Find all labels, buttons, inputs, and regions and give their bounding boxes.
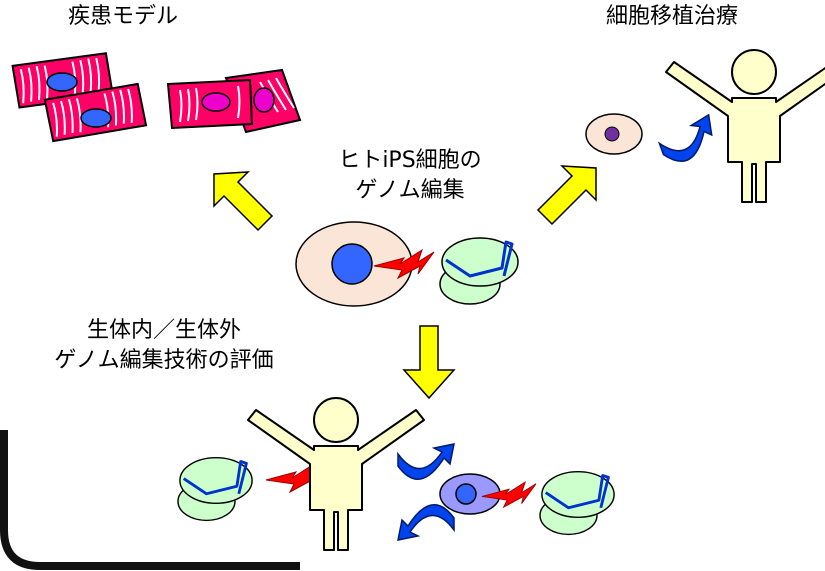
evaluation-label: 生体内／生体外 ゲノム編集技術の評価 xyxy=(4,316,324,376)
therapy-cell-icon xyxy=(585,113,643,155)
frame-border xyxy=(0,430,300,570)
center-label-line2: ゲノム編集 xyxy=(355,178,465,203)
center-label-line1: ヒトiPS細胞の xyxy=(338,148,482,173)
genome-editor-icon xyxy=(538,470,616,536)
rotate-arrow-icon xyxy=(655,114,722,168)
genome-editor-icon xyxy=(176,456,254,522)
arrow-to-disease-icon xyxy=(213,171,274,232)
arrow-to-evaluation-icon xyxy=(402,325,456,400)
arrow-to-therapy-icon xyxy=(536,165,597,226)
disease-cell-icon xyxy=(11,52,148,143)
evaluation-label-line1: 生体内／生体外 xyxy=(86,318,241,343)
cell-therapy-label: 細胞移植治療 xyxy=(606,4,739,29)
center-label: ヒトiPS細胞の ゲノム編集 xyxy=(300,146,520,206)
genome-editor-icon xyxy=(438,236,520,306)
rotate-arrow-icon xyxy=(397,443,455,480)
rotate-arrow-icon xyxy=(397,504,455,541)
evaluation-label-line2: ゲノム編集技術の評価 xyxy=(54,348,274,373)
disease-model-label: 疾患モデル xyxy=(68,4,179,29)
lavender-cell-icon xyxy=(439,473,501,515)
human-figure-icon xyxy=(247,397,425,551)
ips-cell-icon xyxy=(295,221,413,307)
disease-cell-icon xyxy=(166,68,302,134)
